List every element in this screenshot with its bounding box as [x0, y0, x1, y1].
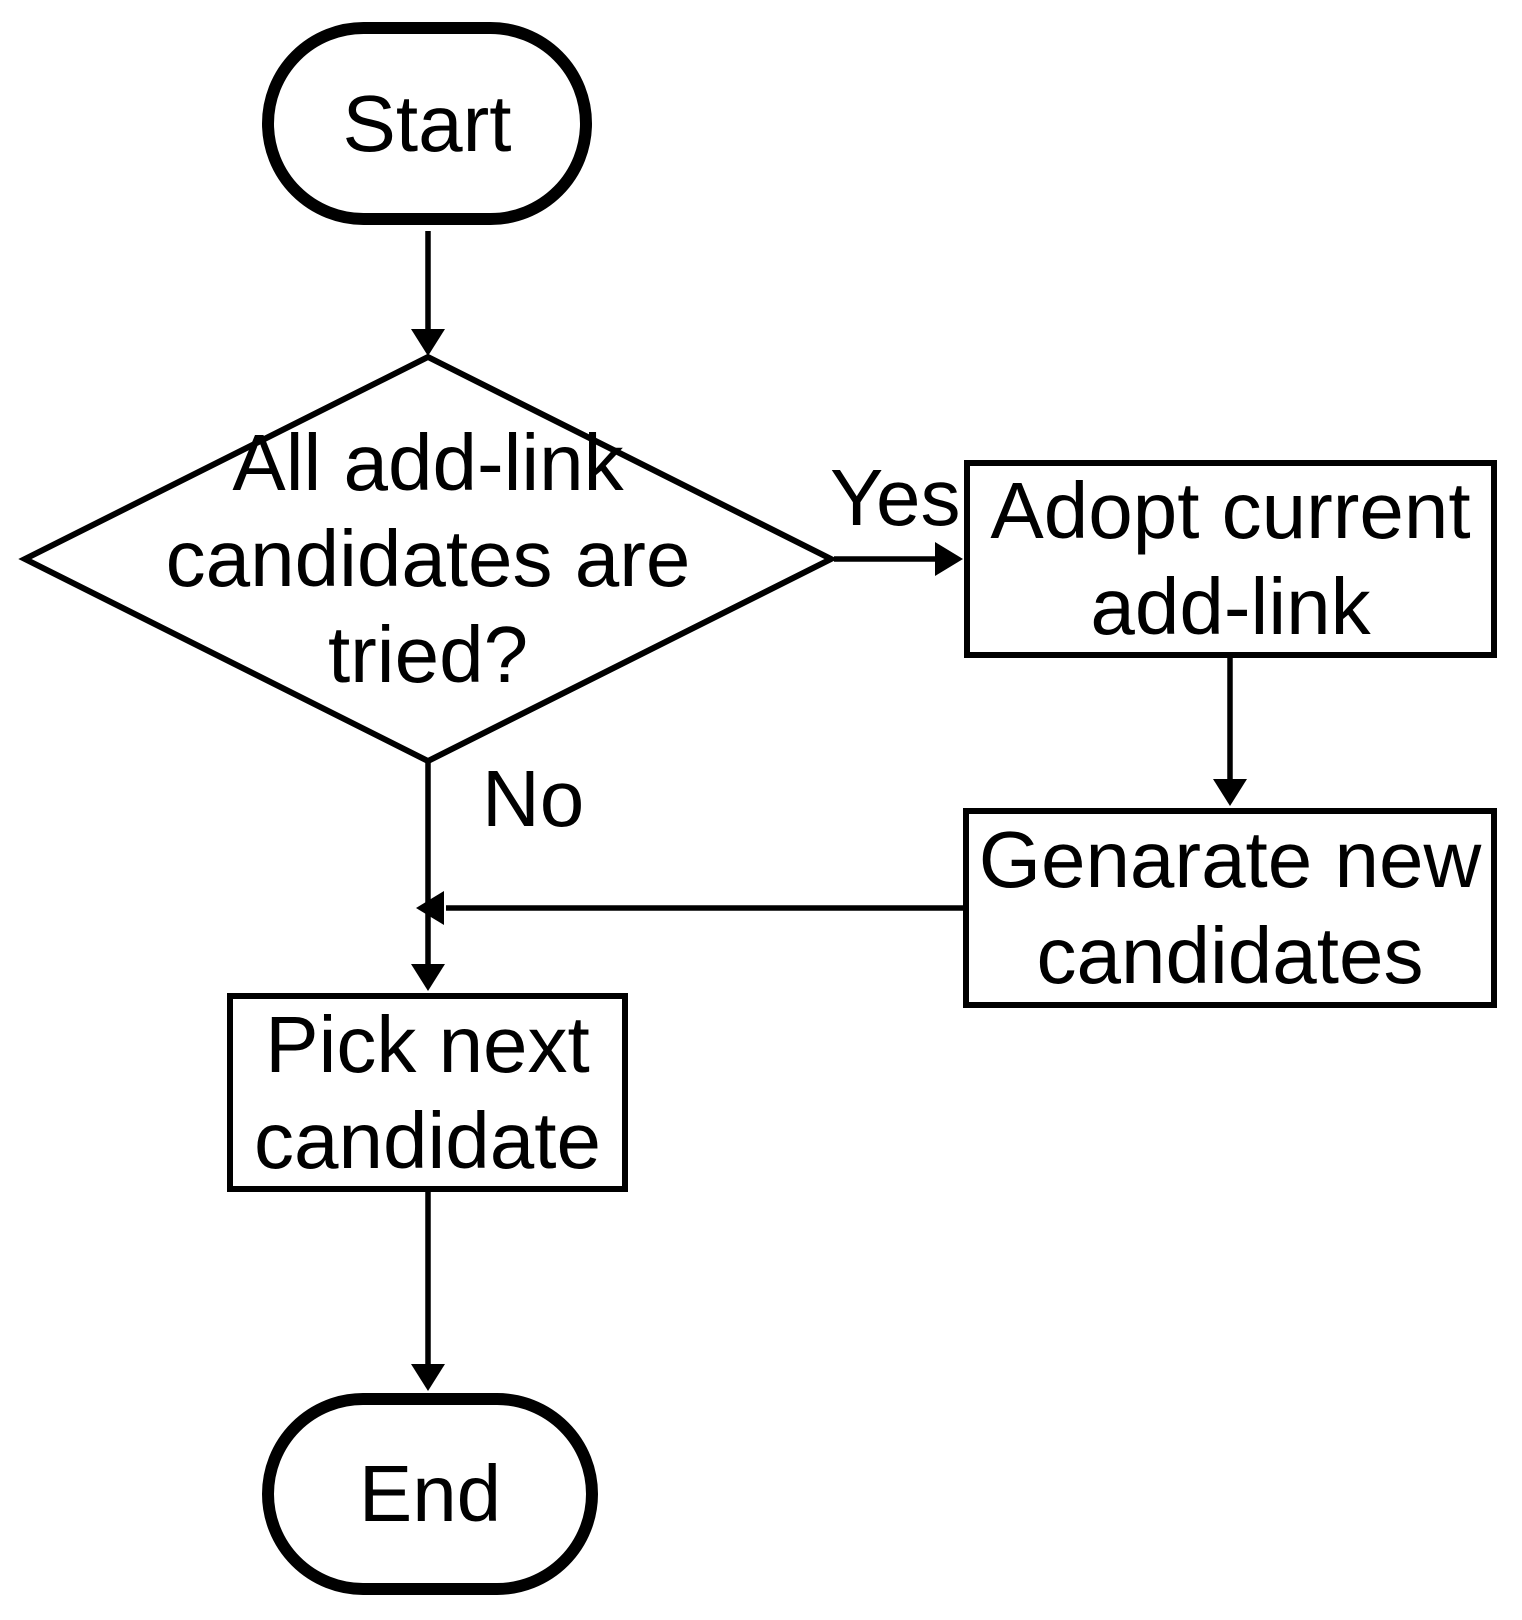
arrow-start-to-decision [411, 231, 445, 356]
end-label: End [358, 1449, 502, 1538]
arrow-decision-to-adopt [834, 542, 963, 576]
adopt-label: Adopt current add-link [990, 466, 1471, 651]
decision-diamond: All add-link candidates are tried? [25, 357, 831, 761]
arrow-decision-to-pick [411, 761, 445, 991]
pick-process-box: Pick next candidate [227, 993, 628, 1192]
pick-label: Pick next candidate [254, 999, 601, 1185]
arrow-generate-to-no-line [416, 891, 963, 925]
generate-process-box: Genarate new candidates [963, 808, 1497, 1008]
arrow-pick-to-end [411, 1192, 445, 1391]
adopt-process-box: Adopt current add-link [964, 460, 1497, 658]
generate-label: Genarate new candidates [978, 815, 1482, 1000]
arrow-adopt-to-generate [1213, 658, 1247, 806]
start-terminator: Start [262, 22, 592, 225]
no-edge-label: No [482, 754, 585, 843]
yes-edge-label: Yes [830, 453, 961, 542]
start-label: Start [342, 78, 512, 168]
decision-label: All add-link candidates are tried? [165, 418, 691, 699]
end-terminator: End [262, 1393, 598, 1595]
